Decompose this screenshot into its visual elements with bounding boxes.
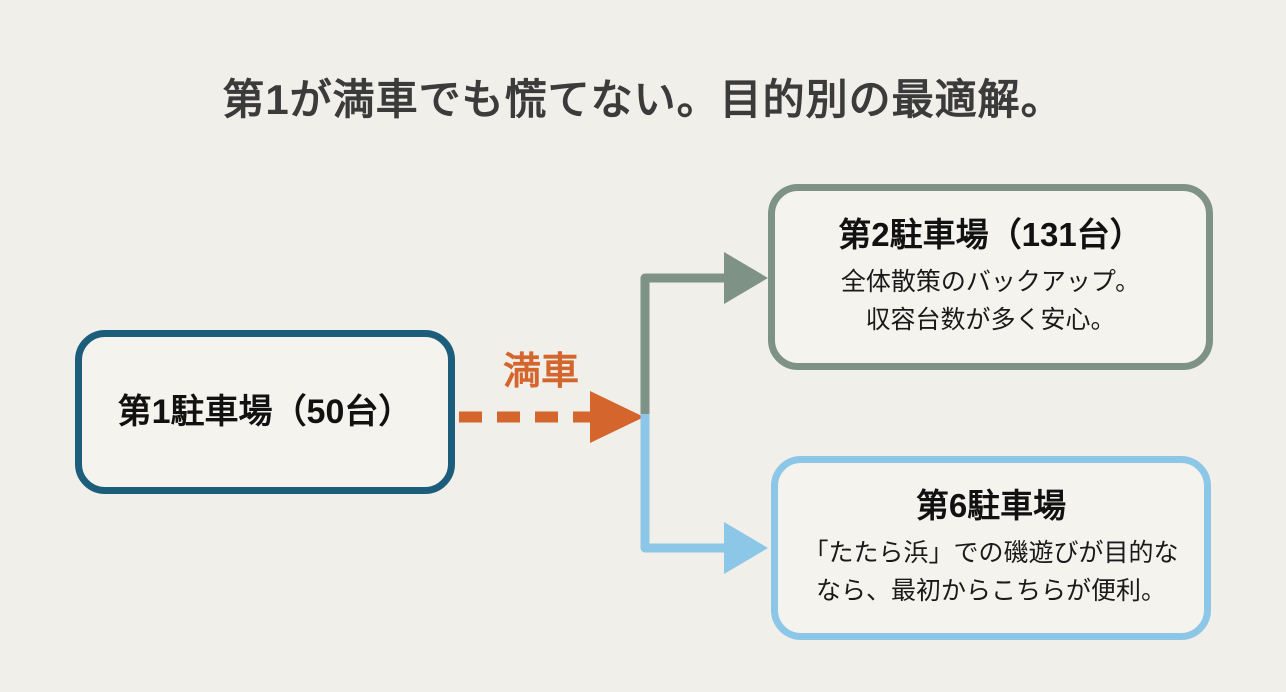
node-lot6-description-line1: 「たたら浜」での磯遊びが目的な: [803, 539, 1179, 568]
node-lot1-label: 第1駐車場（50台）: [117, 392, 413, 431]
full-arrow-head-icon: [590, 391, 644, 443]
node-lot2: 第2駐車場（131台） 全体散策のバックアップ。 収容台数が多く安心。: [768, 184, 1213, 370]
node-lot6: 第6駐車場 「たたら浜」での磯遊びが目的な なら、最初からこちらが便利。: [771, 456, 1211, 640]
node-lot2-description-line1: 全体散策のバックアップ。: [840, 268, 1141, 297]
edge-to-lot2-arrowhead-icon: [724, 252, 768, 304]
node-lot1: 第1駐車場（50台）: [75, 330, 455, 494]
node-lot6-label: 第6駐車場: [915, 486, 1067, 524]
page-title: 第1が満車でも慌てない。目的別の最適解。: [222, 76, 1064, 123]
node-lot6-description-line2: なら、最初からこちらが便利。: [815, 577, 1166, 606]
edge-to-lot2-line: [640, 273, 728, 416]
edge-to-lot6-arrowhead-icon: [724, 522, 768, 574]
node-lot2-description-line2: 収容台数が多く安心。: [865, 306, 1116, 335]
full-edge-label: 満車: [502, 351, 579, 393]
edge-to-lot6-line: [640, 414, 728, 553]
node-lot2-label: 第2駐車場（131台）: [838, 215, 1143, 253]
